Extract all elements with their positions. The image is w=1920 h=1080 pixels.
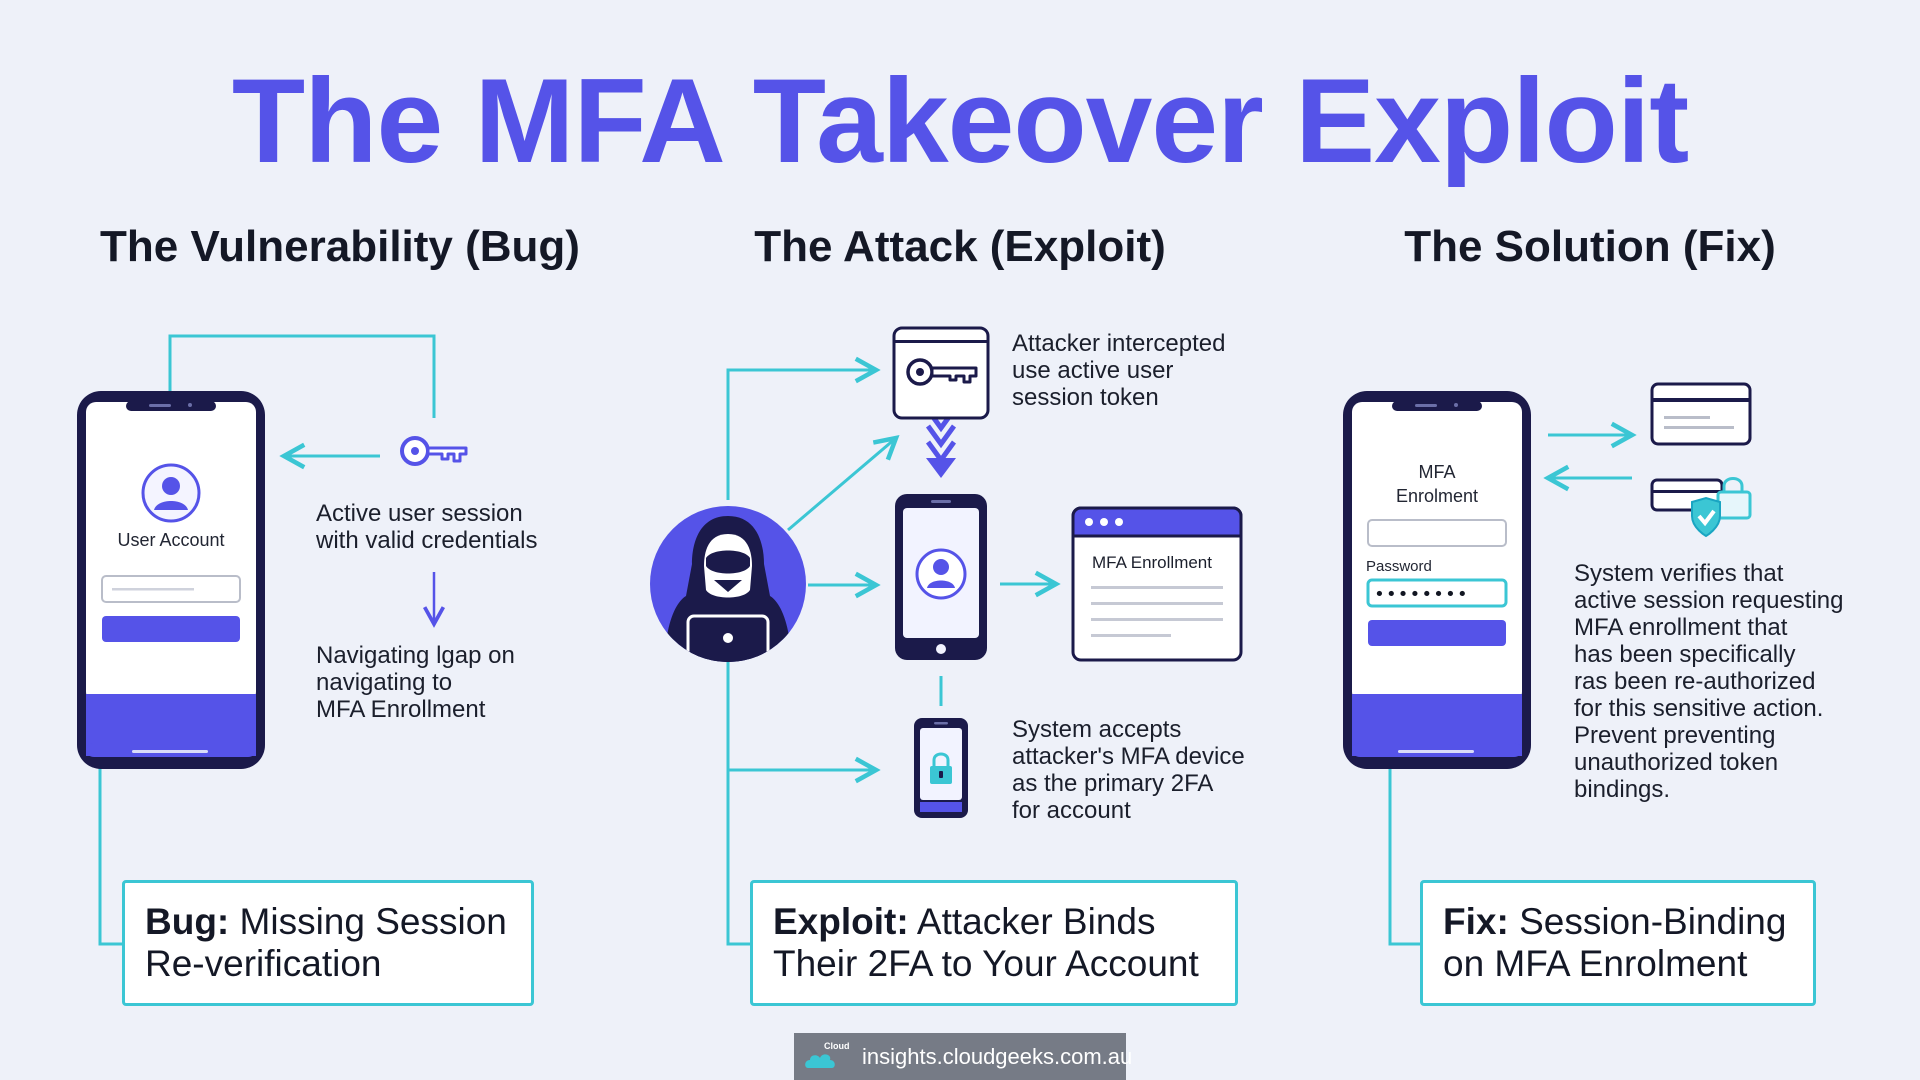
fix-line1: Session-Binding (1519, 901, 1787, 942)
exploit-summary-box: Exploit: Attacker Binds Their 2FA to You… (750, 880, 1238, 1006)
mfa-enrollment-window (1071, 506, 1243, 662)
heading-solution: The Solution (Fix) (1404, 222, 1776, 271)
bug-line1: Missing Session (239, 901, 507, 942)
token-screen-icon (892, 326, 990, 420)
user-avatar-icon (141, 463, 201, 523)
page-title: The MFA Takeover Exploit (231, 54, 1689, 188)
phone-mfa-enrolment (1343, 391, 1531, 769)
desc-active-session: Active user session with valid credentia… (316, 500, 538, 554)
heading-attack: The Attack (Exploit) (754, 222, 1166, 271)
password-input[interactable]: •••••••• (1374, 584, 1469, 605)
mfa-enrolment-screen-title: MFA Enrolment (1395, 462, 1479, 506)
secure-card-shield-icon (1650, 477, 1752, 538)
footer-banner: Cloud insights.cloudgeeks.com.au (794, 1033, 1132, 1080)
bug-summary-box: Bug: Missing Session Re-verification (122, 880, 534, 1006)
cloud-logo-icon (805, 1053, 835, 1068)
logo-text: Cloud (824, 1040, 850, 1051)
bug-line2: Re-verification (145, 943, 382, 984)
fix-label: Fix: (1443, 901, 1509, 942)
fix-summary-box: Fix: Session-Binding on MFA Enrolment (1420, 880, 1816, 1006)
password-label: Password (1366, 558, 1432, 575)
heading-vulnerability: The Vulnerability (Bug) (100, 222, 580, 271)
session-key-icon (400, 436, 468, 466)
mfa-enrollment-card-title: MFA Enrollment (1092, 553, 1212, 572)
fix-line2: on MFA Enrolment (1443, 943, 1748, 984)
exploit-label: Exploit: (773, 901, 909, 942)
desc-system-accepts: System accepts attacker's MFA device as … (1012, 716, 1245, 824)
desc-intercepted: Attacker intercepted use active user ses… (1012, 330, 1226, 411)
credential-card-icon (1650, 382, 1752, 446)
bug-label: Bug: (145, 901, 230, 942)
hacker-icon (650, 506, 806, 662)
cloudgeeks-logo: Cloud (802, 1040, 850, 1074)
phone-user-account (77, 391, 265, 769)
attacker-device-lock-icon (914, 718, 968, 818)
desc-navigating: Navigating lgap on navigating to MFA Enr… (316, 642, 515, 723)
attack-phone-icon (895, 494, 987, 660)
exploit-line2: Their 2FA to Your Account (773, 943, 1199, 984)
desc-system-verifies: System verifies that active session requ… (1574, 560, 1844, 803)
user-account-label: User Account (117, 530, 225, 550)
footer-url[interactable]: insights.cloudgeeks.com.au (862, 1043, 1133, 1069)
exploit-line1: Attacker Binds (916, 901, 1156, 942)
